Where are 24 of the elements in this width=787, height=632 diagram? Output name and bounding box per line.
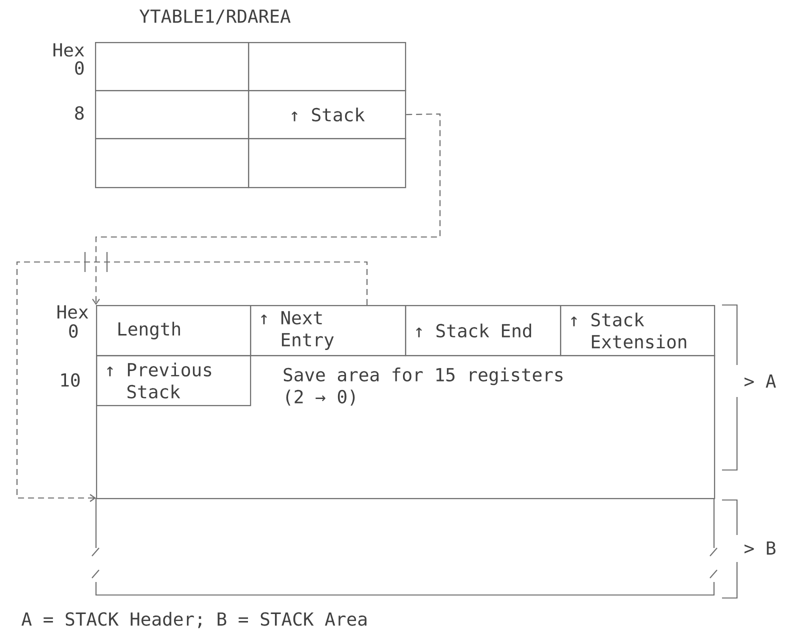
arrow xyxy=(16,251,368,502)
table-cell: ↑ Stack End xyxy=(405,305,562,356)
bracket-label: > A xyxy=(744,374,776,388)
offset-label: Hex xyxy=(54,43,84,57)
table-cell xyxy=(248,42,406,92)
offset-label: 8 xyxy=(75,106,84,120)
table-cell xyxy=(248,138,406,188)
offset-label: Hex xyxy=(58,305,88,319)
table-cell: ↑ Stack Extension xyxy=(560,305,716,356)
table-cell: ↑ Previous Stack xyxy=(96,355,252,406)
bracket-label: > B xyxy=(744,541,776,555)
table-cell: Length xyxy=(96,305,252,356)
table-cell xyxy=(95,138,250,188)
arrow xyxy=(92,113,441,305)
table-cell: ↑ Stack xyxy=(248,90,406,140)
offset-label: 0 xyxy=(69,324,78,338)
table-cell xyxy=(95,42,250,92)
table-cell: ↑ Next Entry xyxy=(250,305,406,356)
stack-area xyxy=(91,497,718,596)
offset-label: 0 xyxy=(75,61,84,75)
caption: A = STACK Header; B = STACK Area xyxy=(22,612,366,628)
table-title: YTABLE1/RDAREA xyxy=(139,10,291,24)
table-cell xyxy=(95,90,250,140)
offset-label: 10 xyxy=(61,373,80,387)
